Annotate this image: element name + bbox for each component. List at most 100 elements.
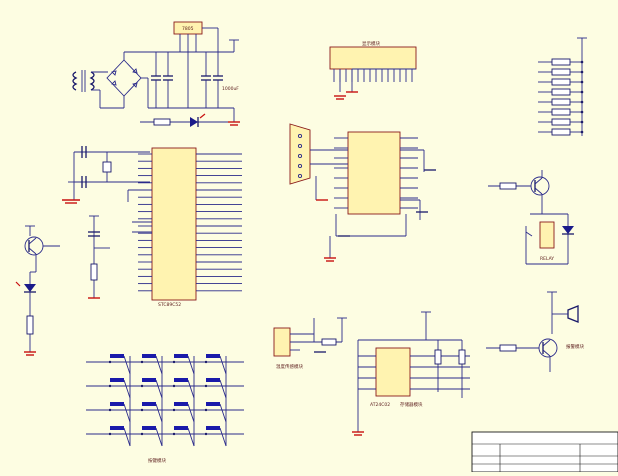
power-supply-section: 7805 1000uF [72,21,240,127]
keypad-switch [142,402,156,406]
keypad-diagonal [219,379,227,399]
db9-pin [297,163,303,169]
keypad-module-label: 按键模块 [148,457,166,464]
junction-dot [140,432,144,436]
serial-section [289,123,436,262]
junction-dot [140,360,144,364]
junction-dot [108,432,112,436]
junction-dot [108,408,112,412]
junction-dot [580,130,584,134]
keypad-diagonal [187,403,195,423]
keypad-switch [110,402,124,406]
bridge-rectifier [106,59,142,97]
keypad-diagonal [219,355,227,375]
keypad-section: 按键模块 [86,354,244,464]
junction-dot [580,80,584,84]
svg-text:RELAY: RELAY [540,256,554,262]
capacitor-value-label: 1000uF [222,86,239,92]
keypad-diagonal [155,379,163,399]
eeprom-chip-label: AT24C02 [370,402,390,408]
db9-pin [297,173,303,179]
pullup-resistor [551,68,571,76]
keypad-diagonal [155,403,163,423]
ground-symbol [62,199,80,204]
junction-dot [172,432,176,436]
transformer [72,70,95,92]
keypad-switch [206,378,220,382]
eeprom-section: AT24C02 存储器模块 [352,311,470,436]
filter-capacitors [151,52,223,108]
keypad-diagonal [187,355,195,375]
keypad-switch [110,426,124,430]
eeprom-chip [375,347,411,397]
regulator-label: 7805 [182,26,194,32]
pullup-resistor [551,58,571,66]
crystal-oscillator [68,146,150,200]
junction-dot [580,100,584,104]
junction-dot [580,70,584,74]
pullup-resistor [551,108,571,116]
ground-symbol [352,431,364,436]
temperature-sensor [273,327,291,357]
led-driver-section [15,225,60,356]
ground-symbol [334,95,346,100]
keypad-switch [142,354,156,358]
keypad-switch [206,426,220,430]
flyback-diode [562,226,574,234]
junction-dot [140,384,144,388]
buzzer-module-label: 报警模块 [566,343,584,350]
max232-chip [347,131,401,215]
pullup-resistor [551,118,571,126]
junction-dot [108,384,112,388]
keypad-switch [174,426,188,430]
junction-dot [172,384,176,388]
title-block [471,431,618,473]
keypad-diagonal [219,427,227,447]
junction-dot [204,360,208,364]
keypad-diagonal [155,355,163,375]
keypad-diagonal [123,379,131,399]
keypad-switch [110,378,124,382]
display-header-title: 显示模块 [362,40,380,47]
keypad-switch [174,354,188,358]
relay-section: RELAY [488,170,574,265]
keypad-switch [206,354,220,358]
keypad-diagonal [123,427,131,447]
db9-pin [297,133,303,139]
junction-dot [580,110,584,114]
keypad-switch [174,378,188,382]
pullup-resistor [551,128,571,136]
led [24,284,36,292]
keypad-diagonal [187,379,195,399]
microcontroller-chip [151,147,197,301]
junction-dot [580,120,584,124]
keypad-switch [110,354,124,358]
pullup-resistor [551,88,571,96]
junction-dot [580,60,584,64]
pullup-resistor [551,78,571,86]
temperature-sensor-section: 温度传感模块 [273,317,347,370]
junction-dot [172,360,176,364]
buzzer [567,305,579,323]
microcontroller-section: STC89C52 [62,146,242,308]
keypad-diagonal [187,427,195,447]
junction-dot [108,360,112,364]
junction-dot [140,408,144,412]
relay-coil [539,221,555,249]
junction-dot [204,384,208,388]
eeprom-module-label: 存储器模块 [400,401,423,408]
mcu-part-label: STC89C52 [158,302,181,308]
keypad-switch [142,426,156,430]
display-connector [329,46,417,70]
keypad-switch [142,378,156,382]
db9-pin [297,143,303,149]
keypad-switch [174,402,188,406]
display-header-section: 显示模块 [329,40,417,100]
power-led [190,117,198,127]
ground-symbol [324,257,336,262]
keypad-diagonal [123,403,131,423]
junction-dot [204,432,208,436]
junction-dot [172,408,176,412]
